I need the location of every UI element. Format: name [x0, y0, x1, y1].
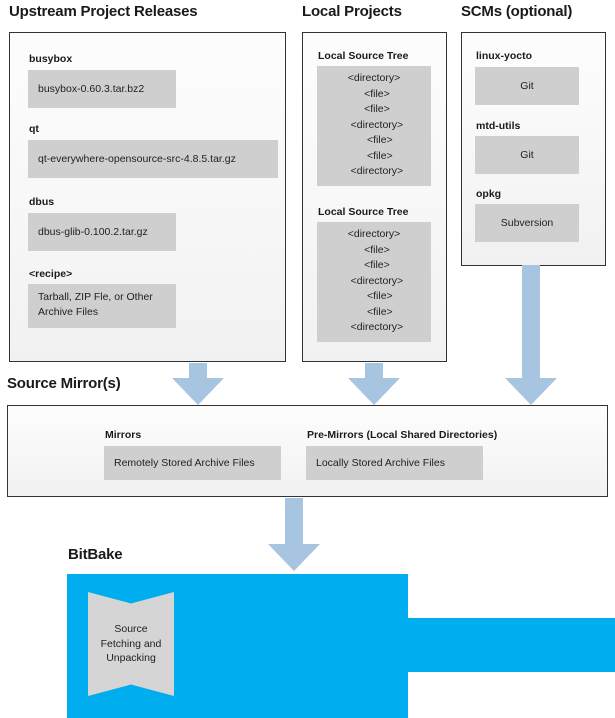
task-label-line2: Fetching and: [100, 637, 162, 650]
task-label: Source Fetching and Unpacking: [101, 622, 162, 666]
scms-heading: SCMs (optional): [461, 3, 573, 20]
tree-line: <file>: [355, 134, 393, 146]
local-tree-label-1: Local Source Tree: [318, 50, 409, 62]
pre-mirrors-label: Pre-Mirrors (Local Shared Directories): [307, 429, 498, 441]
tree-line: <file>: [355, 290, 393, 302]
mirrors-label: Mirrors: [105, 429, 142, 441]
tree-line: <file>: [358, 243, 390, 256]
arrow-scms-to-mirrors: [505, 265, 557, 405]
upstream-value-recipe-line2: Other Archive Files: [38, 291, 153, 318]
local-tree-label-2: Local Source Tree: [318, 206, 409, 218]
tree-line: <file>: [358, 103, 390, 115]
source-fetching-and-unpacking-task: Source Fetching and Unpacking: [88, 592, 174, 696]
tree-line: <directory>: [344, 118, 404, 131]
upstream-label-dbus: dbus: [29, 196, 55, 208]
scms-label-opkg: opkg: [476, 188, 502, 200]
upstream-value-dbus: dbus-glib-0.100.2.tar.gz: [28, 213, 176, 251]
task-label-line3: Unpacking: [106, 652, 156, 665]
upstream-heading: Upstream Project Releases: [9, 3, 198, 20]
upstream-label-recipe: <recipe>: [29, 268, 73, 280]
bitbake-extension-arm: [408, 618, 615, 672]
tree-line: <directory>: [344, 274, 404, 287]
pre-mirrors-value: Locally Stored Archive Files: [306, 446, 483, 480]
upstream-label-busybox: busybox: [29, 53, 73, 65]
upstream-value-recipe-line1: Tarball, ZIP Fle, or: [38, 291, 124, 303]
upstream-value-qt: qt-everywhere-opensource-src-4.8.5.tar.g…: [28, 140, 278, 178]
upstream-label-qt: qt: [29, 123, 39, 135]
scms-value-opkg: Subversion: [475, 204, 579, 242]
tree-line: <directory>: [347, 72, 401, 84]
local-tree-box-1: <directory> <file> <file> <directory> <f…: [317, 66, 431, 186]
tree-line: <directory>: [347, 228, 401, 240]
upstream-value-recipe: Tarball, ZIP Fle, or Other Archive Files: [28, 284, 176, 328]
local-tree-box-2: <directory> <file> <file> <directory> <f…: [317, 222, 431, 342]
arrow-upstream-to-mirrors: [172, 363, 224, 405]
tree-line: <file>: [355, 149, 393, 162]
tree-line: <file>: [358, 87, 390, 100]
scms-label-mtd-utils: mtd-utils: [476, 120, 521, 132]
tree-line: <directory>: [344, 321, 404, 333]
scms-value-mtd-utils: Git: [475, 136, 579, 174]
task-label-line1: Source: [114, 623, 148, 636]
arrow-mirrors-to-bitbake: [268, 498, 320, 571]
source-mirrors-heading: Source Mirror(s): [7, 375, 121, 392]
tree-line: <file>: [358, 259, 390, 271]
arrow-local-projects-to-mirrors: [348, 363, 400, 405]
upstream-value-busybox: busybox-0.60.3.tar.bz2: [28, 70, 176, 108]
tree-line: <file>: [355, 305, 393, 318]
local-projects-heading: Local Projects: [302, 3, 402, 20]
scms-value-linux-yocto: Git: [475, 67, 579, 105]
mirrors-value: Remotely Stored Archive Files: [104, 446, 281, 480]
tree-line: <directory>: [344, 165, 404, 177]
scms-label-linux-yocto: linux-yocto: [476, 50, 533, 62]
bitbake-heading: BitBake: [68, 546, 123, 563]
